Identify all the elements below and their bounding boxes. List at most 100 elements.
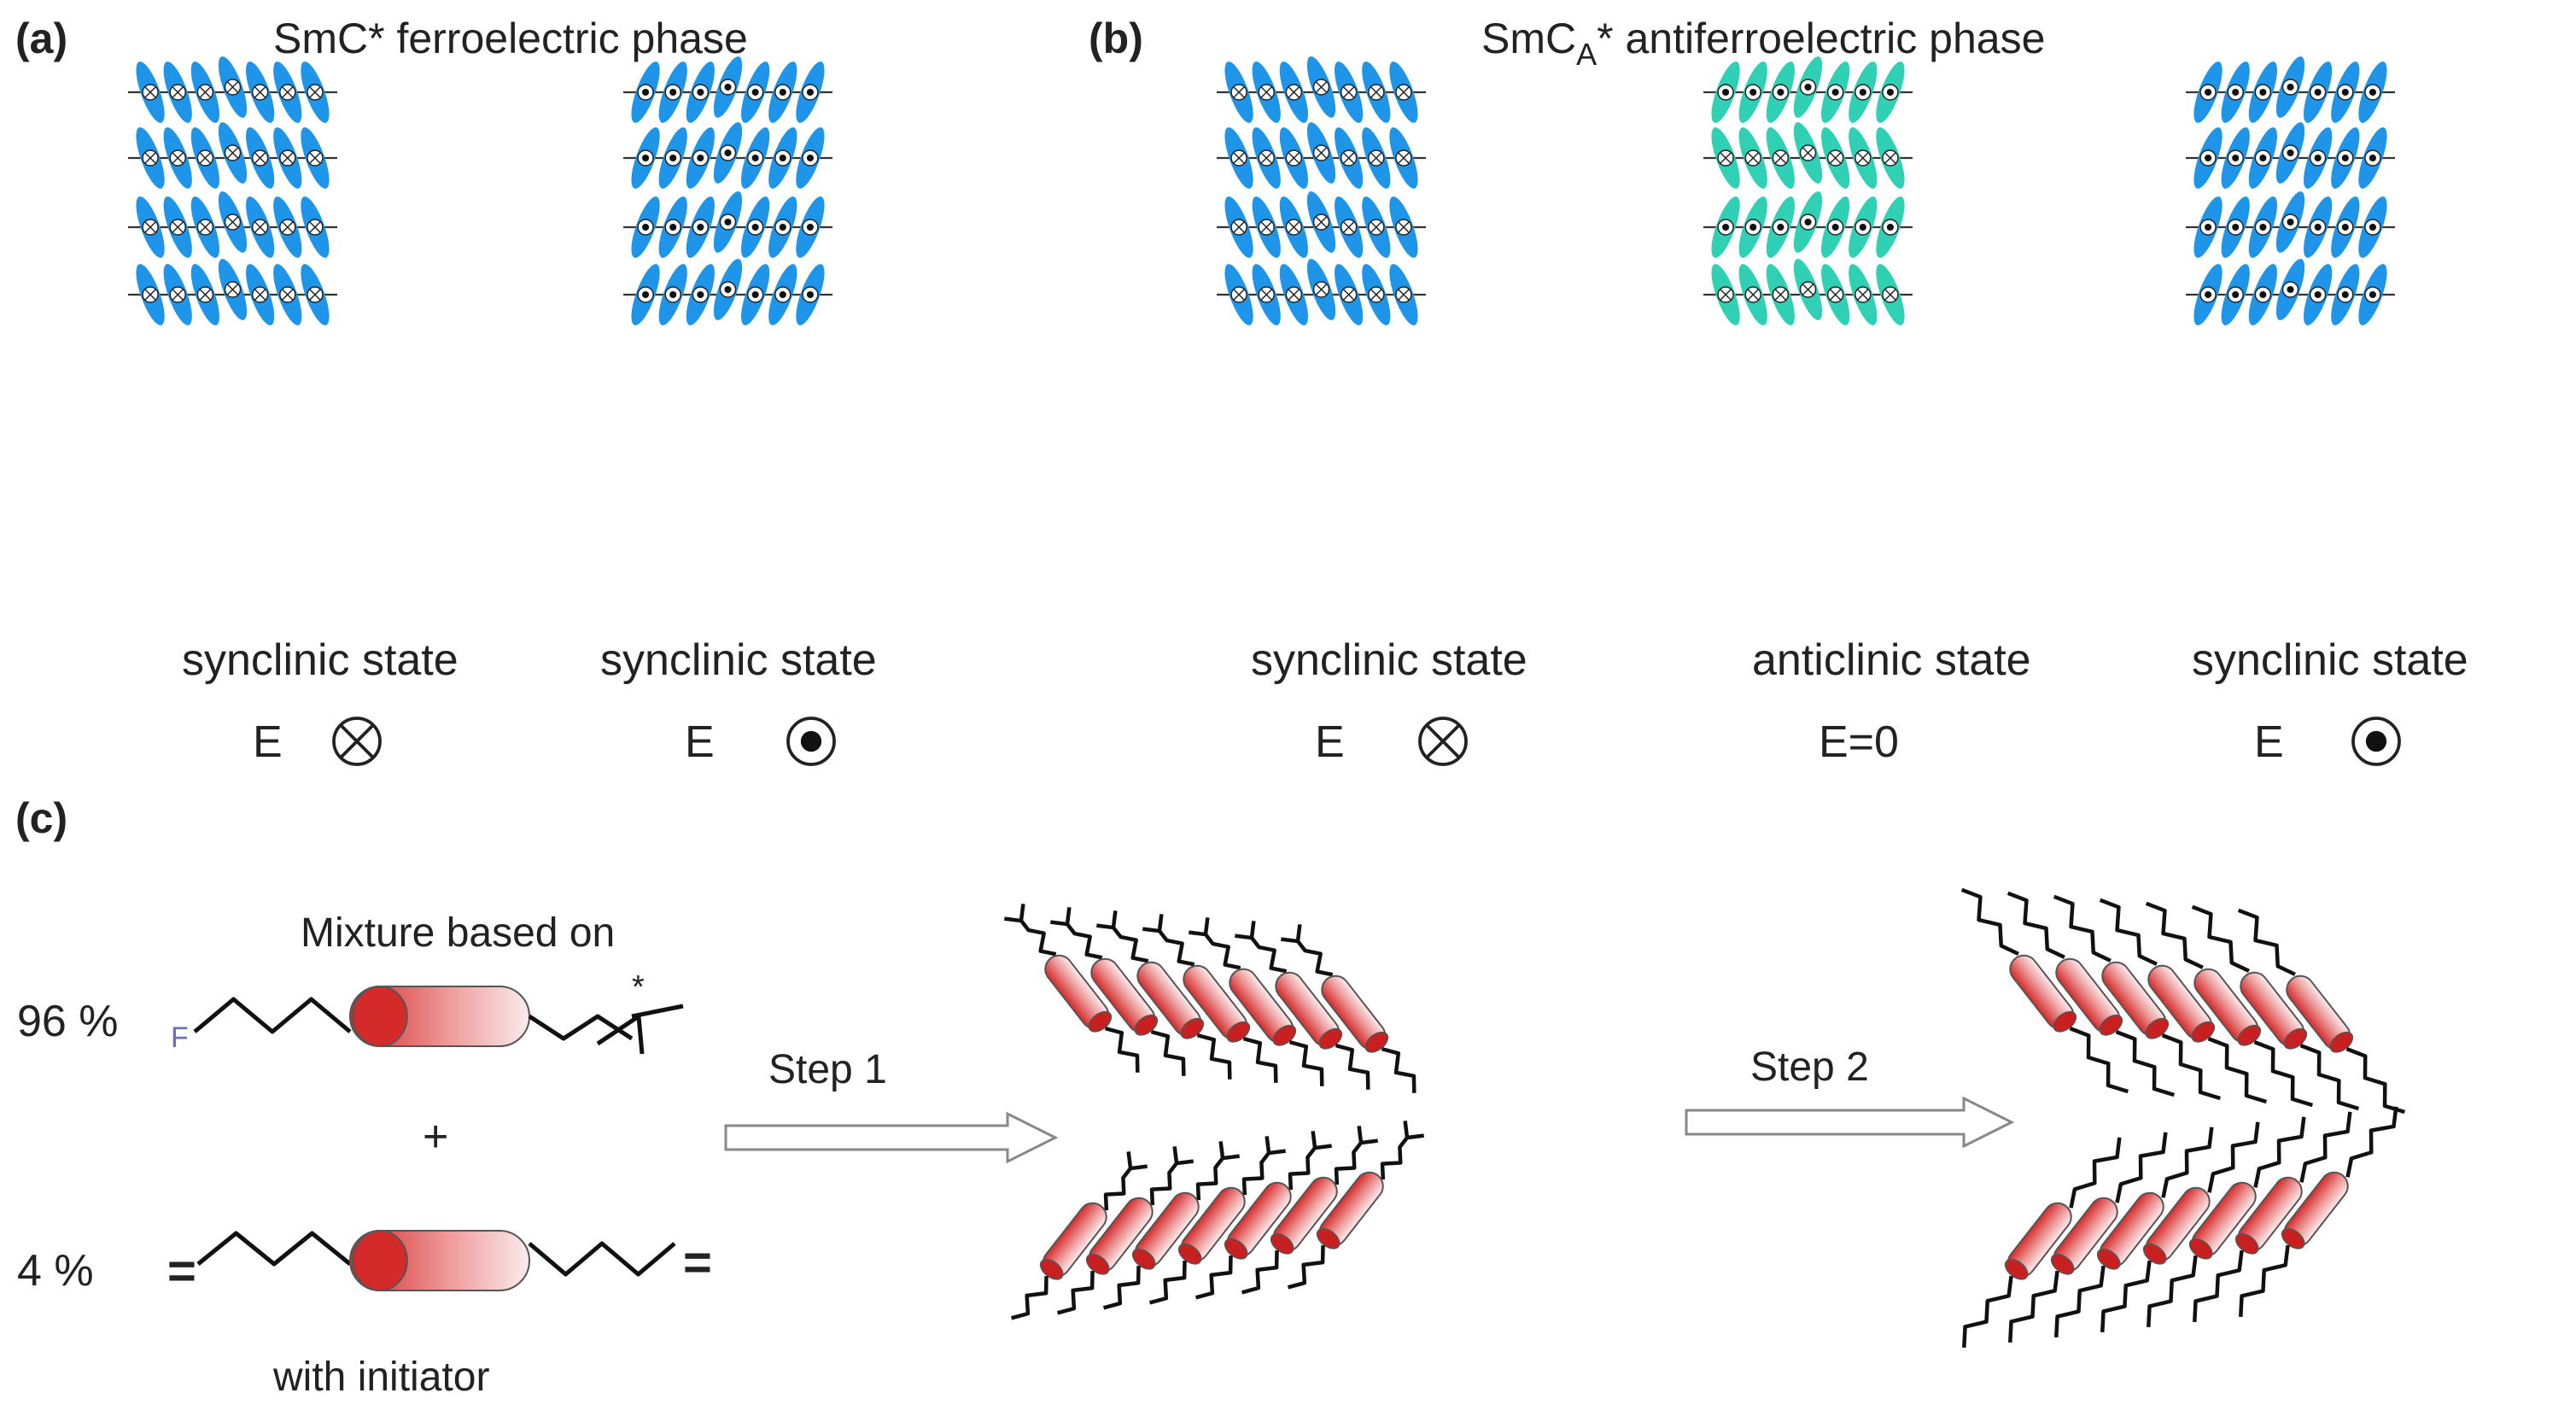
dipole-dot <box>1777 223 1785 231</box>
mesogen-cap <box>352 986 408 1047</box>
head-chain <box>2069 1027 2129 1094</box>
dipole-dot <box>642 290 650 299</box>
dipole-cross-b <box>1233 86 1245 98</box>
head-chain <box>2239 1244 2290 1317</box>
dipole-cross-b <box>172 221 184 233</box>
mesogen-cap <box>2329 1031 2354 1053</box>
head-chain <box>1287 1245 1325 1290</box>
head-chain <box>2054 1265 2106 1337</box>
tail-chain <box>1149 1146 1194 1206</box>
upper-layer-molecule <box>2053 894 2222 1101</box>
panel-b-col3-state-label: synclinic state <box>2192 635 2468 685</box>
dipole-dot <box>1886 88 1894 97</box>
dipole-cross-b <box>1802 284 1814 296</box>
dipole-cross-b <box>1315 216 1328 228</box>
dipole-cross-b <box>1720 289 1732 301</box>
lower-layer-molecule <box>2239 1106 2398 1317</box>
mesogen-cap <box>2281 1227 2305 1250</box>
dipole-dot <box>2341 223 2349 231</box>
dipole-dot <box>642 88 650 97</box>
panel-b-anticlinic-column <box>1703 56 1913 325</box>
dipole-cross-b <box>1315 81 1328 93</box>
chiral-monomer-structure: F * <box>171 969 684 1055</box>
mesogen-cap <box>2099 1014 2123 1036</box>
dipole-cross-b <box>144 221 156 233</box>
dipole-cross-b <box>172 86 184 98</box>
dipole-cross-b <box>226 81 239 93</box>
dipole-cross-b <box>1288 221 1300 233</box>
dipole-cross-b <box>199 221 212 233</box>
upper-layer-molecule <box>2237 908 2406 1115</box>
dipole-cross-b <box>1774 289 1787 301</box>
lower-layer-molecule <box>2008 1132 2168 1343</box>
dipole-dot <box>1722 223 1730 231</box>
dipole-dot <box>642 223 650 231</box>
mesogen-cap <box>1272 1024 1297 1046</box>
dipole-dot <box>2259 290 2267 299</box>
panel-a-synclinic-dot-column <box>623 56 832 325</box>
polymer-network-layers <box>1960 887 2406 1348</box>
tail-chain <box>2053 894 2112 963</box>
dipole-dot <box>669 88 677 97</box>
panel-a-col1-state-label: synclinic state <box>182 635 459 685</box>
upper-layer-molecule <box>1189 917 1324 1086</box>
upper-layer-molecule <box>2006 891 2176 1097</box>
dipole-dot <box>779 290 786 299</box>
dipole-cross-b <box>1288 152 1300 164</box>
mesogen-cap <box>1364 1031 1389 1053</box>
panel-b-synclinic-dot-column <box>2186 56 2395 325</box>
dipole-dot <box>724 83 732 91</box>
dipole-dot <box>2314 223 2322 231</box>
dipole-dot <box>724 285 732 294</box>
head-chain <box>1148 1261 1187 1305</box>
panel-a-col1-field-label: E <box>253 717 283 767</box>
head-chain <box>1150 1029 1186 1076</box>
step1-arrow <box>724 1111 1059 1164</box>
dipole-dot <box>2369 223 2376 231</box>
dipole-cross-b <box>199 289 212 301</box>
head-chain <box>2161 1033 2222 1101</box>
mixture-title: Mixture based on <box>301 910 615 956</box>
dipole-cross-b <box>1315 147 1328 159</box>
lower-layer-molecule <box>1195 1131 1332 1300</box>
head-chain <box>1102 1266 1141 1310</box>
upper-layer-molecule <box>1050 907 1186 1076</box>
lower-layer-molecule <box>1287 1121 1424 1290</box>
mesogen-cap <box>2283 1027 2308 1050</box>
panel-b-synclinic-cross-column <box>1217 56 1426 325</box>
tail-chain <box>1235 921 1288 974</box>
mesogen-cap <box>2234 1232 2259 1255</box>
dipole-dot <box>2205 290 2212 299</box>
dipole-cross-b <box>282 289 294 301</box>
dipole-dot <box>2205 154 2212 162</box>
panel-b-col3-field-label: E <box>2254 717 2284 767</box>
head-chain <box>2008 1270 2059 1343</box>
dipole-dot <box>751 88 759 97</box>
panel-b-col2-state-label: anticlinic state <box>1752 635 2031 685</box>
upper-layer-molecule <box>1281 924 1417 1093</box>
alkenyl-chain-left <box>196 1231 352 1267</box>
head-chain <box>1056 1271 1095 1315</box>
head-chain <box>1196 1033 1232 1080</box>
mesogen-cap <box>1316 1227 1341 1250</box>
dipole-cross-b <box>254 152 266 164</box>
lower-layer-molecule <box>1102 1141 1240 1310</box>
step2-label: Step 2 <box>1750 1045 1869 1090</box>
lower-layer-molecule <box>2054 1127 2214 1337</box>
mesogen-cap <box>1131 1248 1156 1270</box>
dipole-cross-b <box>1829 152 1842 164</box>
dipole-cross-b <box>1884 152 1896 164</box>
dipole-cross-b <box>1233 152 1245 164</box>
dipole-dot <box>2314 290 2322 299</box>
dipole-cross-b <box>1370 86 1382 98</box>
dipole-dot <box>2287 218 2294 226</box>
upper-layer-molecule <box>1960 887 2129 1094</box>
head-chain <box>1288 1039 1324 1086</box>
lower-layer-molecule <box>1148 1136 1286 1305</box>
mesogen-cap <box>1088 1010 1113 1033</box>
step2-arrow <box>1685 1096 2015 1149</box>
tail-chain <box>1050 907 1103 960</box>
panel-a-col2-state-label: synclinic state <box>600 635 877 685</box>
dipole-cross-b <box>1398 221 1410 233</box>
